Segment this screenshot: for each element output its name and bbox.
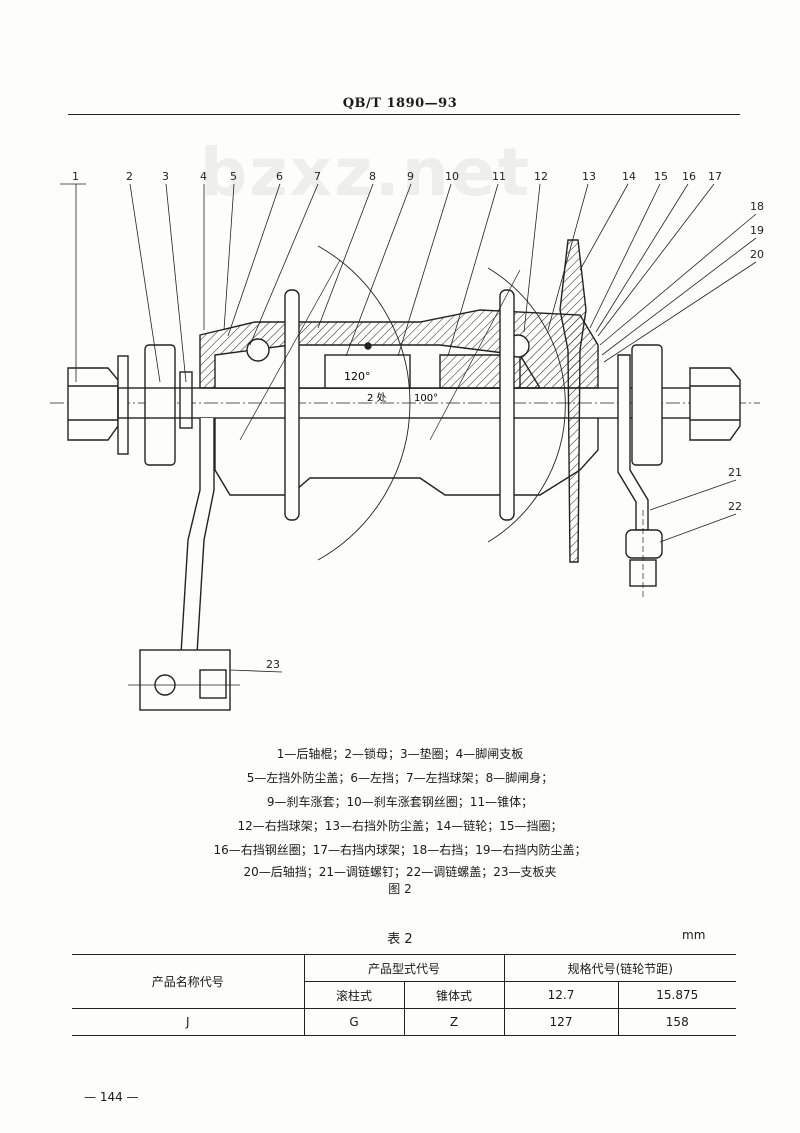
callout-1: 1 [72,170,79,183]
callout-20: 20 [750,248,764,261]
cell-name-code: J [72,1008,305,1036]
callout-22: 22 [728,500,742,513]
callout-9: 9 [407,170,414,183]
callout-4: 4 [200,170,207,183]
legend-line-5: 16—右挡钢丝圈；17—右挡内球架；18—右挡；19—右挡内防尘盖； [213,843,587,857]
sprocket [559,239,587,563]
subheader-pitch-2: 15.875 [617,981,736,1009]
hub-shell-lower [214,418,599,496]
left-washer [117,355,129,455]
callout-6: 6 [276,170,283,183]
table-unit: mm [682,928,706,942]
subheader-pitch-1: 12.7 [503,981,619,1009]
two-places-note: 2 处 [367,392,387,404]
brake-arm [179,418,215,671]
callout-13: 13 [582,170,596,183]
page-number: — 144 — [84,1090,139,1104]
callout-19: 19 [750,224,764,237]
callout-8: 8 [369,170,376,183]
cell-roller: G [303,1008,405,1036]
right-lock-nut [631,344,663,466]
spec-table: 产品名称代号 产品型式代号 规格代号(链轮节距) 滚柱式 锥体式 12.7 15… [72,954,736,1036]
brake-sleeve [324,354,411,389]
callout-21: 21 [728,466,742,479]
cell-cone: Z [403,1008,505,1036]
callout-10: 10 [445,170,459,183]
legend-line-4: 12—右挡球架；13—右挡外防尘盖；14—链轮；15—挡圈； [237,819,563,833]
callout-17: 17 [708,170,722,183]
right-outer-nut [689,367,741,441]
subheader-roller: 滚柱式 [304,981,405,1009]
header-spec-code: 规格代号(链轮节距) [503,954,736,982]
legend-line-3: 9—刹车涨套；10—刹车涨套钢丝圈；11—锥体； [266,795,534,809]
right-flange [499,289,515,521]
header-rule [68,114,740,115]
legend-line-2: 5—左挡外防尘盖；6—左挡；7—左挡球架；8—脚闸身； [246,771,554,785]
angle-100-label: 100° [414,393,438,404]
callout-3: 3 [162,170,169,183]
table-title: 表 2 [387,932,413,947]
callout-15: 15 [654,170,668,183]
callout-18: 18 [750,200,764,213]
header-model-code: 产品型式代号 [303,954,505,982]
watermark: bzxz.net [200,134,532,211]
callout-11: 11 [492,170,506,183]
left-outer-nut [67,367,119,441]
legend-line-6: 20—后轴挡；21—调链螺钉；22—调链螺盖；23—支板夹 [243,865,557,879]
standard-code-header: QB/T 1890—93 [342,96,458,111]
callout-23: 23 [266,658,280,671]
figure-caption: 图 2 [388,882,412,896]
adjuster-cap [625,529,663,559]
table-row: J G Z 127 158 [72,1008,736,1036]
callout-7: 7 [314,170,321,183]
cell-spec-2: 158 [617,1008,736,1036]
left-flange [284,289,300,521]
callout-16: 16 [682,170,696,183]
left-lock-nut [144,344,176,466]
callout-5: 5 [230,170,237,183]
left-bearing-ball [246,338,270,362]
legend-line-1: 1—后轴棍；2—锁母；3—垫圈；4—脚闸支板 [276,747,524,761]
subheader-cone: 锥体式 [403,981,505,1009]
table-subheader-row: 滚柱式 锥体式 12.7 15.875 [72,981,736,1009]
hub-assembly-drawing: 120° 2 处 100° 1 2 3 4 5 6 7 8 [50,170,764,711]
callout-2: 2 [126,170,133,183]
support-clamp [139,649,231,711]
header-product-name-code: 产品名称代号 [72,954,305,1009]
cell-spec-1: 127 [503,1008,619,1036]
callout-14: 14 [622,170,636,183]
callout-12: 12 [534,170,548,183]
angle-120-label: 120° [344,370,371,383]
table-header-row: 产品名称代号 产品型式代号 规格代号(链轮节距) [72,954,736,1009]
